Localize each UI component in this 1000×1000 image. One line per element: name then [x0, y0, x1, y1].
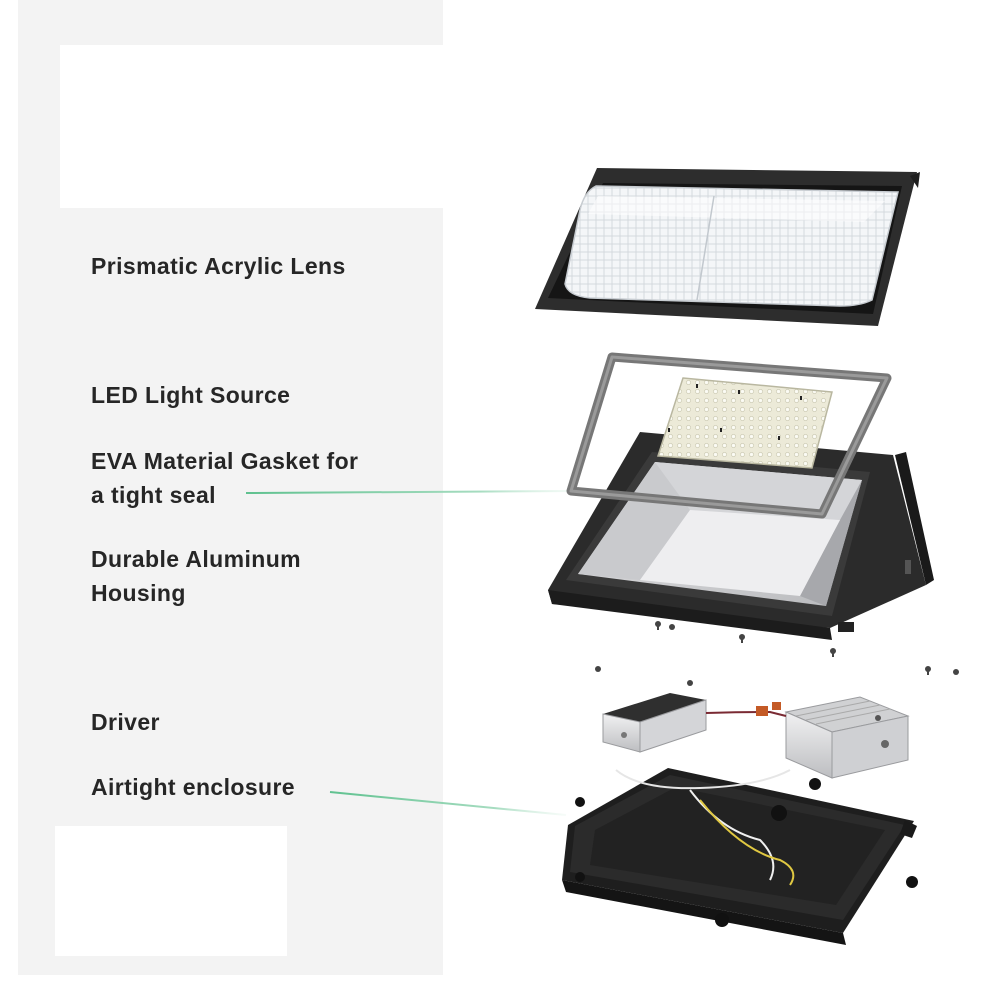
- leader-line-gasket: [245, 490, 581, 494]
- blank-area-top: [60, 45, 460, 208]
- led-board-part: [656, 377, 833, 469]
- label-driver: Driver: [91, 709, 160, 735]
- leader-line-enclosure: [329, 791, 567, 816]
- blank-area-bottom: [55, 826, 287, 956]
- prismatic-lens-part: [535, 168, 920, 326]
- label-prismatic-acrylic-lens: Prismatic Acrylic Lens: [91, 253, 346, 279]
- label-eva-gasket: EVA Material Gasket for a tight seal: [91, 448, 359, 508]
- mounting-screws: [595, 621, 959, 686]
- airtight-enclosure-part: [562, 768, 918, 945]
- eva-gasket-part: [566, 352, 892, 519]
- driver-part: [602, 693, 910, 779]
- label-led-light-source: LED Light Source: [91, 382, 291, 408]
- label-aluminum-housing: Durable Aluminum Housing: [91, 546, 302, 606]
- label-airtight-enclosure: Airtight enclosure: [91, 774, 296, 800]
